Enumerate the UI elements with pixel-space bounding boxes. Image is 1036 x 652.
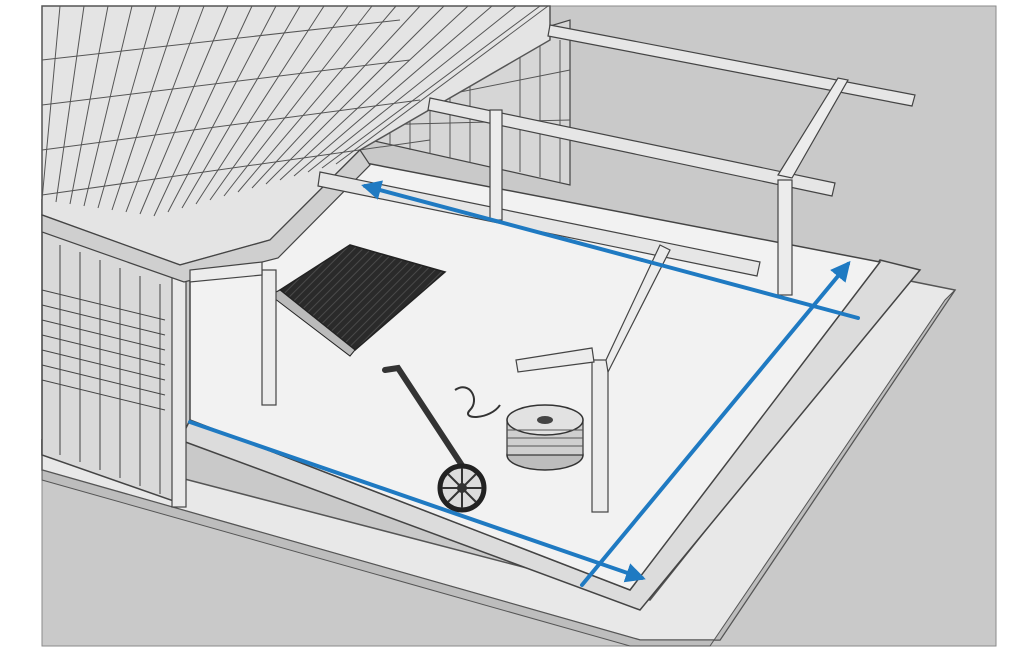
roof-panel-line	[223, 5, 373, 197]
roof-panel-line	[55, 5, 85, 203]
cable-reel-loose-cable	[454, 386, 501, 418]
roof-panel-line	[265, 5, 445, 185]
cable-reel-center	[537, 416, 553, 424]
roof-panel-line	[279, 5, 469, 181]
post-front-arm-left	[515, 347, 595, 373]
roof-purlin-line	[41, 59, 411, 106]
roof-panel-line	[335, 5, 549, 165]
slab-opening-lip	[269, 289, 356, 357]
roof-panel-line	[237, 5, 397, 193]
post-front	[591, 359, 609, 513]
roof-panel-line	[97, 5, 157, 209]
roof-panel-line	[293, 5, 493, 177]
cable-reel	[454, 386, 584, 471]
pergola-beams	[317, 24, 916, 277]
measure-line-right-back	[640, 258, 860, 320]
pergola-beam-mid	[427, 97, 836, 197]
measuring-wheel	[382, 364, 487, 513]
roof-fascia	[41, 149, 371, 283]
cable-reel-windings	[507, 429, 583, 447]
roof-panel-line	[83, 5, 133, 207]
roof-panel-lines	[41, 5, 549, 217]
measure-line-front	[188, 420, 646, 583]
roof-panel-line	[153, 5, 253, 217]
pergola-beam-front	[317, 171, 761, 277]
roof-purlin-line	[41, 19, 401, 61]
post-right-rear-arm	[777, 77, 849, 179]
roof-panel-line	[111, 5, 181, 211]
post-rear	[489, 109, 503, 221]
roof-panel-line	[307, 5, 517, 173]
measure-line-right	[580, 260, 851, 587]
roof-purlin-line	[41, 139, 431, 196]
roof-panel-line	[321, 5, 541, 169]
roof-panel-line	[69, 5, 109, 205]
measuring-wheel-spokes	[442, 468, 482, 508]
left-wall-louvers	[41, 245, 166, 494]
roof-panel-line	[41, 5, 61, 201]
roof-purlin-line	[41, 99, 421, 151]
roof-panel-line	[251, 5, 421, 189]
roof-panel-line	[167, 5, 277, 213]
post-left-brace	[189, 261, 263, 283]
pergola-posts	[189, 77, 849, 513]
roof-panel-line	[195, 5, 325, 205]
post-left	[261, 269, 277, 406]
post-front-arm-right	[605, 244, 671, 374]
roof-panel-line	[125, 5, 205, 213]
measuring-wheel-handle	[382, 364, 468, 473]
pergola-beam-top	[547, 24, 916, 107]
roof-panel-line	[181, 5, 301, 209]
plinth-step	[41, 289, 956, 647]
measurement-lines	[188, 180, 860, 587]
measure-line-rear	[361, 180, 644, 262]
post-right-rear	[777, 179, 793, 296]
left-wall-post	[171, 261, 187, 508]
